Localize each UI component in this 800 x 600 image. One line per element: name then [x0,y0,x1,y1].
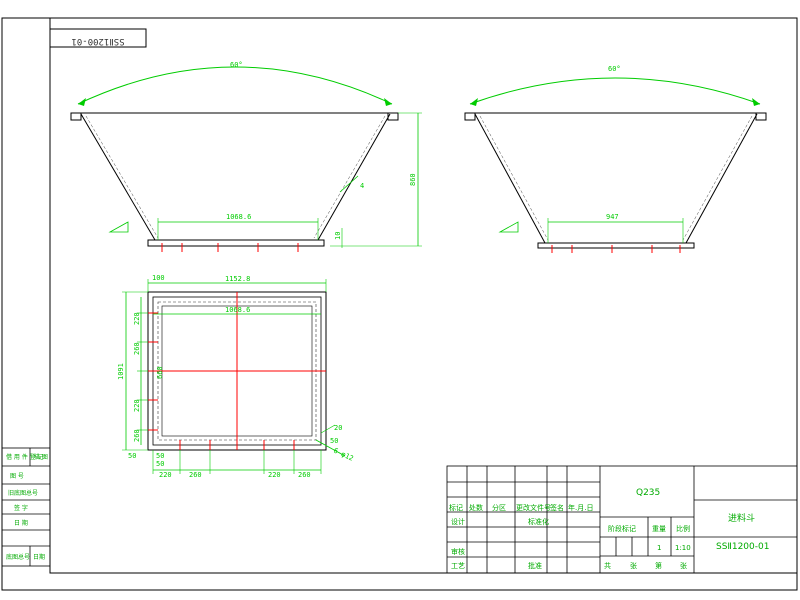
bottom-plate-left [147,239,325,247]
top-flange-left [70,112,82,121]
angle-arc-right [469,77,761,105]
dim-bottom-1: 220 [159,471,172,479]
quantity: 1 [657,544,661,552]
sheet-label-1: 共 [604,561,611,570]
dim-plan-overall-height: 1091 [117,363,125,380]
dim-small-6: 20 [334,424,342,432]
angle-arc [77,66,393,105]
side-row-4: 旧底图总号 [8,489,38,497]
side-row-8: 日期 [33,553,45,561]
sheet-label-2: 张 [630,561,637,570]
weld-label: 6-φ12 [332,447,354,463]
title-block [446,465,798,574]
drawing-number: SSⅡ1200-01 [716,542,769,552]
slope-label: 4 [360,182,364,190]
corner-label-box: SSⅡ1200-01 [49,28,147,48]
dim-height-left: 860 [409,173,417,186]
dim-small-4: 50 [156,452,164,460]
angle-label-right: 60° [608,65,621,73]
sheet-label-3: 第 [655,561,662,570]
dim-left-1: 220 [133,312,141,325]
side-row-3: 图 号 [10,473,24,480]
weight-label: 重量 [652,525,666,533]
dim-small-1: 100 [152,274,165,282]
row-header-6: 年.月.日 [568,503,593,512]
dim-flange: 10 [334,232,342,240]
dim-plan-inner-width: 1068.6 [225,306,250,314]
row-header-2: 处数 [469,503,483,512]
row-header-4: 更改文件号 [516,503,551,512]
inner-border [49,17,798,574]
dim-left-3: 220 [133,399,141,412]
sheet-label-4: 张 [680,561,687,570]
dim-left-4: 260 [133,429,141,442]
plan-view: 1152.8 1068.6 1091 220 260 660 220 260 [117,274,355,479]
part-name: 进料斗 [728,512,755,524]
dim-bottom-2: 260 [189,471,202,479]
side-row-2: 描 图 [34,453,48,461]
scale: 1:10 [675,544,691,552]
std-label: 标准化 [528,517,549,526]
approve-label: 批准 [528,561,542,570]
process-label: 工艺 [451,562,465,570]
side-row-7: 底图总号 [6,553,30,561]
front-view-right: 60° 947 [464,65,767,253]
dim-small-5: 50 [330,437,338,445]
angle-label-left: 60° [230,61,243,69]
front-view-left: 60° 1068.6 860 10 4 [70,61,422,252]
dim-bottom-4: 260 [298,471,311,479]
material: Q235 [636,488,660,498]
dim-center: 660 [156,366,164,379]
bottom-plate-right [537,242,695,249]
dim-plan-overall-width: 1152.8 [225,275,250,283]
corner-label: SSⅡ1200-01 [71,36,124,46]
row-header-3: 分区 [492,503,506,512]
dim-bottom-3: 220 [268,471,281,479]
stage-label: 阶段标记 [608,524,636,533]
side-row-6: 日 期 [14,519,28,527]
scale-label: 比例 [676,524,690,533]
side-row-1: 借 用 件 登 记 [6,453,44,461]
side-row-5: 签 字 [14,504,28,512]
weld-marker-left [108,221,129,233]
dim-small-3: 50 [156,460,164,468]
design-label: 设计 [451,517,465,526]
dim-bottom-width-left: 1068.6 [226,213,251,221]
dim-small-2: 50 [128,452,136,460]
row-header-5: 签名 [550,503,564,512]
dim-left-2: 260 [133,342,141,355]
review-label: 审核 [451,547,465,556]
row-header-1: 标记 [449,503,463,512]
side-registration-box [1,447,51,567]
weld-marker-right [498,221,519,233]
outer-border [1,17,798,591]
dim-bottom-width-right: 947 [606,213,619,221]
